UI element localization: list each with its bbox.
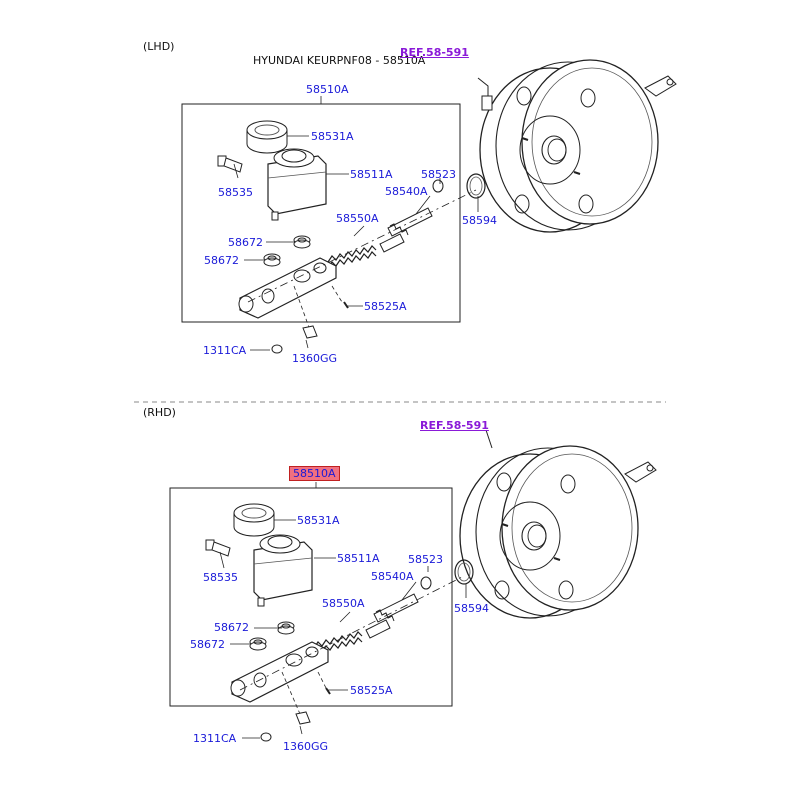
lhd-section-label: (LHD) xyxy=(143,40,175,53)
lhd-part-58535[interactable]: 58535 xyxy=(218,186,253,199)
lhd-part-1360GG[interactable]: 1360GG xyxy=(292,352,338,365)
lhd-part-58672-lower[interactable]: 58672 xyxy=(204,254,239,267)
lhd-part-58594[interactable]: 58594 xyxy=(462,214,497,227)
rhd-part-1311CA[interactable]: 1311CA xyxy=(193,732,237,745)
lhd-ref-link[interactable]: REF.58-591 xyxy=(400,46,469,59)
lhd-part-58523[interactable]: 58523 xyxy=(421,168,456,181)
rhd-part-58672-lower[interactable]: 58672 xyxy=(190,638,225,651)
rhd-part-58510A[interactable]: 58510A xyxy=(289,466,340,481)
rhd-part-58535[interactable]: 58535 xyxy=(203,571,238,584)
rhd-part-58550A[interactable]: 58550A xyxy=(322,597,365,610)
rhd-part-58511A[interactable]: 58511A xyxy=(337,552,380,565)
lhd-part-58550A[interactable]: 58550A xyxy=(336,212,379,225)
lhd-part-58672-upper[interactable]: 58672 xyxy=(228,236,263,249)
rhd-part-58672-upper[interactable]: 58672 xyxy=(214,621,249,634)
rhd-section-label: (RHD) xyxy=(143,406,176,419)
lhd-part-58510A[interactable]: 58510A xyxy=(306,83,349,96)
lhd-part-58531A[interactable]: 58531A xyxy=(311,130,354,143)
rhd-ref-link[interactable]: REF.58-591 xyxy=(420,419,489,432)
lhd-part-58540A[interactable]: 58540A xyxy=(385,185,428,198)
lhd-part-58511A[interactable]: 58511A xyxy=(350,168,393,181)
lhd-section xyxy=(181,59,677,354)
rhd-part-58523[interactable]: 58523 xyxy=(408,553,443,566)
lhd-part-58525A[interactable]: 58525A xyxy=(364,300,407,313)
rhd-assembly-frame xyxy=(169,487,453,707)
diagram-title: HYUNDAI KEURPNF08 - 58510A xyxy=(253,54,426,67)
rhd-part-58594[interactable]: 58594 xyxy=(454,602,489,615)
rhd-section xyxy=(169,429,657,742)
rhd-part-58525A[interactable]: 58525A xyxy=(350,684,393,697)
rhd-part-58540A[interactable]: 58540A xyxy=(371,570,414,583)
rhd-part-1360GG[interactable]: 1360GG xyxy=(283,740,329,753)
rhd-part-58531A[interactable]: 58531A xyxy=(297,514,340,527)
lhd-part-1311CA[interactable]: 1311CA xyxy=(203,344,247,357)
